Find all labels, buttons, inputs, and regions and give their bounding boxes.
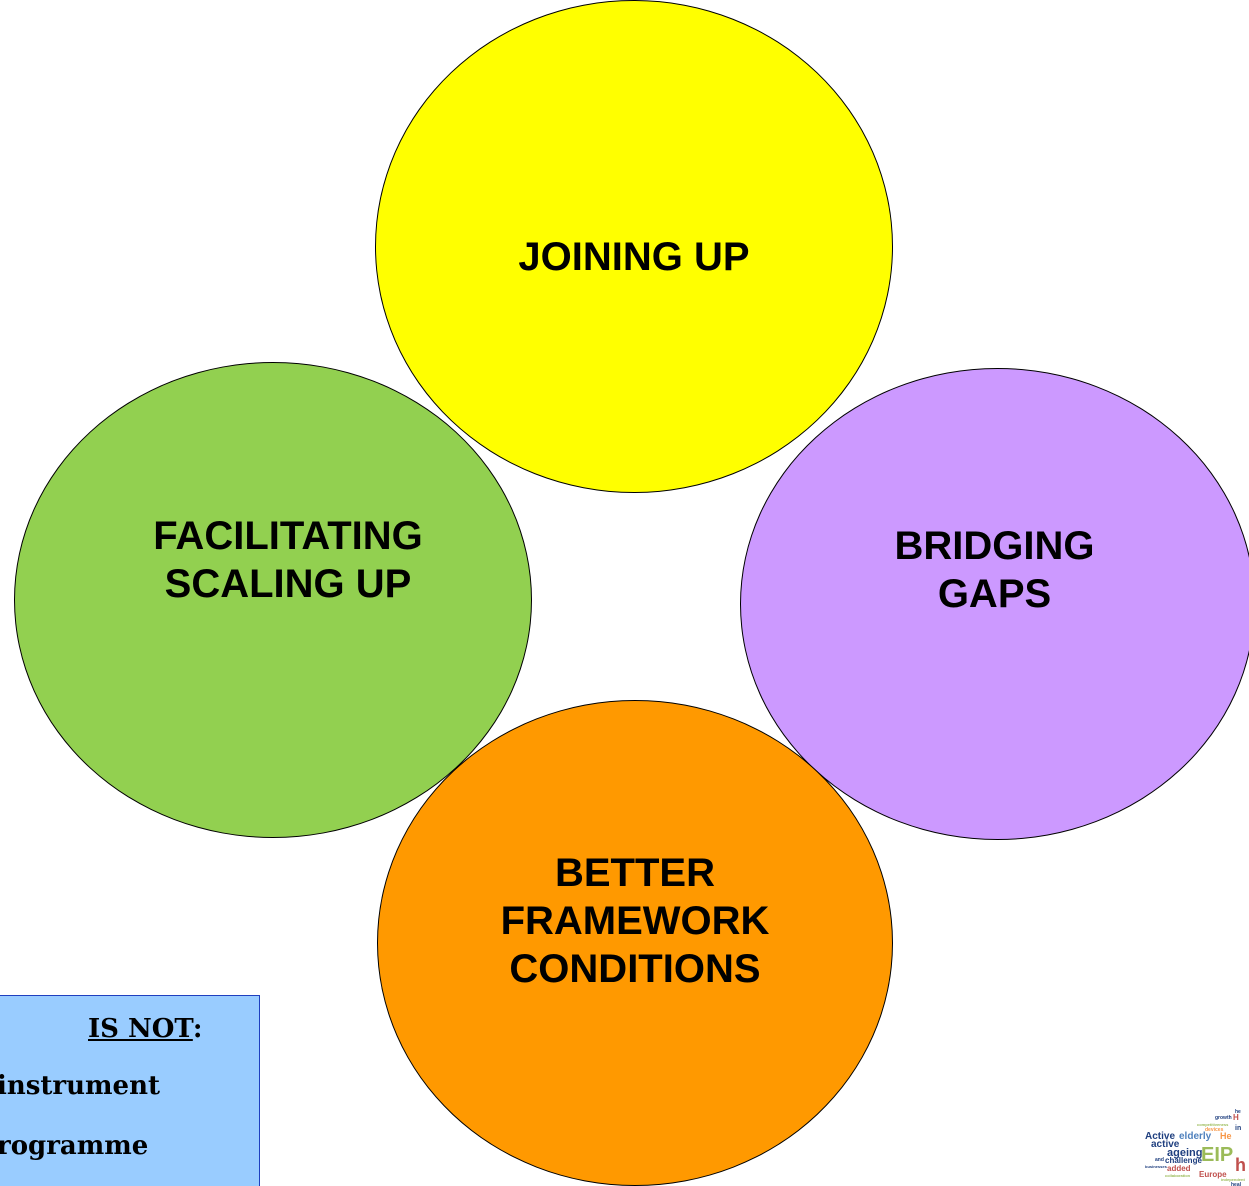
better-framework-conditions-label: BETTER FRAMEWORK CONDITIONS xyxy=(500,851,770,991)
is-not-line-instrument: instrument xyxy=(0,1071,160,1101)
logo-word-businesses: businesses xyxy=(1145,1164,1168,1169)
logo-word-h1: H xyxy=(1233,1113,1239,1122)
logo-word-challenge: challenge xyxy=(1165,1156,1202,1165)
better-framework-conditions-circle: BETTER FRAMEWORK CONDITIONS xyxy=(377,700,893,1186)
logo-word-he: He xyxy=(1220,1131,1232,1141)
joining-up-circle: JOINING UP xyxy=(375,0,893,493)
logo-word-active-elderly: Active xyxy=(1145,1131,1175,1142)
facilitating-scaling-up-label: FACILITATING SCALING UP xyxy=(153,514,423,606)
is-not-heading: IS NOT: xyxy=(88,1014,202,1044)
is-not-line-programme: rogramme xyxy=(0,1131,149,1161)
logo-word-ageing: ageing xyxy=(1167,1147,1202,1159)
logo-word-collaboration: collaboration xyxy=(1165,1173,1191,1178)
is-not-box: IS NOT: instrument rogramme xyxy=(0,995,260,1186)
eip-word-cloud-logo-icon: he growth H competitiveness devices in A… xyxy=(1145,1109,1246,1186)
bridging-gaps-label: BRIDGING GAPS xyxy=(894,524,1095,616)
logo-word-eip: EIP xyxy=(1201,1144,1233,1166)
logo-word-health-bottom: heal xyxy=(1231,1182,1242,1186)
joining-up-label: JOINING UP xyxy=(518,234,750,279)
is-not-heading-colon: : xyxy=(192,1014,203,1044)
logo-word-and: and xyxy=(1155,1157,1164,1163)
facilitating-scaling-up-circle: FACILITATING SCALING UP xyxy=(14,362,532,838)
logo-word-elderly: elderly xyxy=(1179,1131,1212,1142)
logo-word-growth: growth xyxy=(1215,1115,1232,1121)
logo-word-devices: devices xyxy=(1205,1127,1224,1133)
logo-word-h2: h xyxy=(1235,1155,1246,1175)
logo-word-active: active xyxy=(1151,1139,1180,1150)
is-not-heading-text: IS NOT xyxy=(88,1014,193,1044)
logo-word-europe: Europe xyxy=(1199,1170,1227,1179)
bridging-gaps-circle: BRIDGING GAPS xyxy=(740,368,1249,840)
logo-word-competitiveness: competitiveness xyxy=(1197,1122,1229,1127)
logo-word-in: in xyxy=(1235,1125,1241,1132)
logo-word-independent: independent xyxy=(1221,1177,1245,1182)
logo-word-health-top: he xyxy=(1235,1109,1241,1115)
logo-word-added: added xyxy=(1167,1164,1191,1173)
